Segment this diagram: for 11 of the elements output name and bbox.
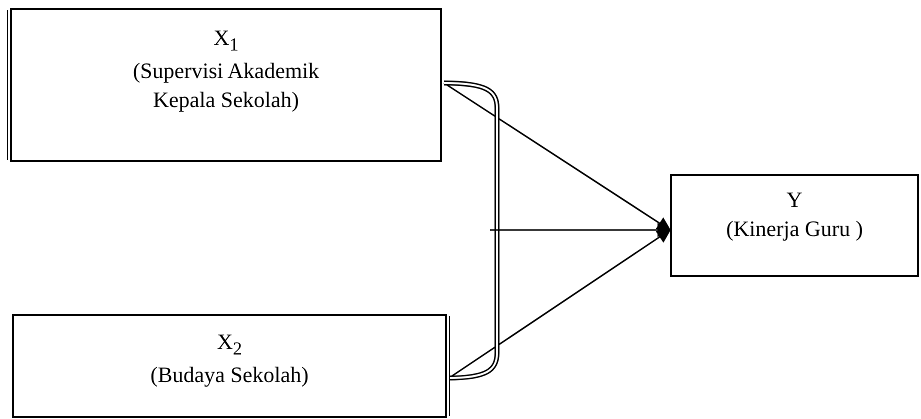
arrow bbox=[444, 82, 672, 231]
variable-box bbox=[10, 8, 442, 162]
variable-symbol: Y bbox=[786, 186, 804, 214]
variable-symbol: X$_{1}$ bbox=[212, 24, 240, 56]
variable-name: (Kinerja Guru ) bbox=[725, 214, 864, 243]
variable-symbol: X$_{2}$ bbox=[216, 328, 244, 360]
variable-box bbox=[670, 174, 919, 277]
bracket-line bbox=[444, 80, 500, 380]
variable-name: (Budaya Sekolah) bbox=[149, 361, 310, 390]
variable-box bbox=[12, 314, 447, 418]
variable-name: (Supervisi Akademik Kepala Sekolah) bbox=[132, 57, 320, 114]
